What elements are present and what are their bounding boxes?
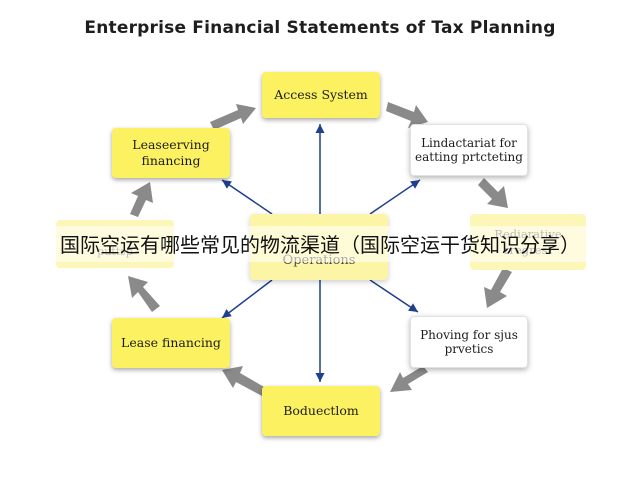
cycle-arrow-top-to-top-right — [386, 102, 428, 128]
node-bottom-left: Lease financing — [112, 318, 230, 368]
cycle-arrow-bottom-left-to-left — [128, 276, 160, 312]
cycle-arrow-right-to-bottom-right — [484, 268, 512, 308]
node-bottom-right: Phoving for sjus prvetics — [410, 316, 528, 368]
link-center-to-bottom-left — [221, 279, 273, 319]
link-center-to-top-right — [369, 179, 421, 215]
node-top: Access System — [262, 72, 380, 118]
node-top-right: Lindactariat for eatting prtcteting — [410, 124, 528, 176]
cycle-arrow-bottom-to-bottom-left — [222, 366, 266, 396]
caption-overlay-text: 国际空运有哪些常见的物流渠道（国际空运干货知识分享） — [60, 233, 580, 257]
caption-overlay-band — [0, 226, 640, 262]
diagram-title: Enterprise Financial Statements of Tax P… — [84, 18, 556, 38]
cycle-arrow-left-to-top-left — [130, 182, 153, 217]
cycle-arrow-top-left-to-top — [210, 104, 256, 130]
node-bottom: Boduectlom — [262, 386, 380, 436]
cycle-arrow-bottom-right-to-bottom — [390, 366, 428, 392]
link-center-to-top-left — [221, 179, 273, 215]
link-center-to-bottom-right — [369, 279, 419, 313]
node-top-left: Leaseerving financing — [112, 128, 230, 178]
cycle-arrow-top-right-to-right — [478, 178, 508, 208]
